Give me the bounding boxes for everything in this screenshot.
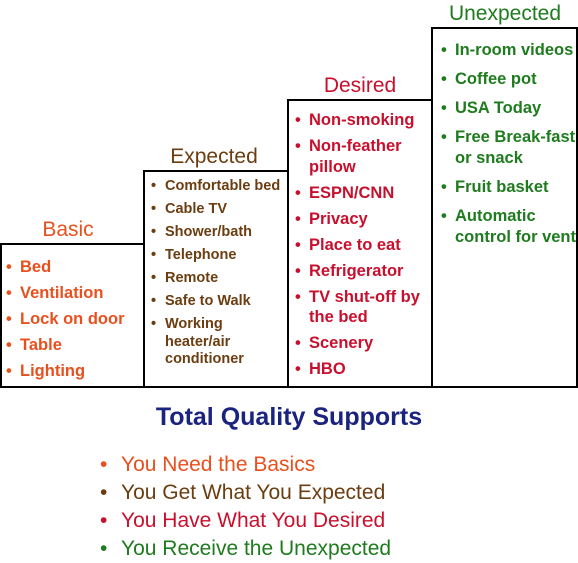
bullet-icon: • (441, 207, 447, 225)
staircase-baseline (0, 386, 578, 388)
list-item: •HBO (295, 360, 346, 378)
summary-item-basics: •You Need the Basics (100, 451, 391, 479)
bullet-icon: • (295, 111, 301, 129)
bullet-icon: • (100, 537, 108, 560)
bullet-icon: • (151, 178, 157, 194)
step-title-basic: Basic (42, 218, 94, 241)
step-box-basic: •Bed •Ventilation •Lock on door •Table •… (0, 243, 145, 388)
step-title-desired: Desired (323, 74, 397, 97)
bullet-icon: • (100, 509, 108, 532)
bullet-icon: • (295, 137, 301, 155)
bullet-icon: • (295, 183, 301, 202)
bullet-icon: • (6, 258, 12, 276)
bullet-icon: • (295, 261, 301, 280)
step-box-desired: •Non-smoking •Non-feather pillow •ESPN/C… (287, 99, 433, 388)
list-item: •Coffee pot (441, 70, 537, 88)
list-item: •Table (2, 332, 143, 358)
bullet-icon: • (295, 360, 301, 378)
bullet-icon: • (295, 287, 301, 306)
step-title-expected: Expected (170, 145, 258, 168)
bullet-icon: • (441, 178, 447, 196)
bullet-icon: • (441, 128, 447, 146)
summary-item-expected: •You Get What You Expected (100, 479, 391, 507)
bullet-icon: • (295, 209, 301, 228)
list-item: •Non-smoking (295, 111, 415, 129)
bullet-icon: • (6, 310, 12, 328)
bullet-icon: • (441, 99, 447, 117)
bullet-icon: • (6, 362, 12, 380)
list-item: •Lock on door (2, 306, 143, 332)
bullet-icon: • (441, 41, 447, 59)
summary-heading: Total Quality Supports (155, 403, 423, 431)
list-item: •Free Break-fast or snack (441, 128, 576, 167)
bullet-icon: • (295, 334, 301, 352)
list-item: •Comfortable bed (151, 178, 281, 194)
step-box-unexpected: •In-room videos •Coffee pot •USA Today •… (431, 27, 578, 388)
bullet-icon: • (151, 270, 157, 286)
list-item: •USA Today (441, 99, 542, 117)
list-item: •Remote (151, 270, 219, 286)
bullet-icon: • (295, 235, 301, 254)
list-item: •Place to eat (295, 235, 401, 254)
bullet-icon: • (100, 453, 108, 476)
list-item: •In-room videos (441, 41, 574, 59)
list-item: •Ventilation (2, 280, 143, 306)
bullet-icon: • (151, 224, 157, 240)
list-item: •Safe to Walk (151, 293, 251, 309)
summary-item-desired: •You Have What You Desired (100, 507, 391, 535)
list-item: •Lighting (2, 358, 143, 384)
summary-list: •You Need the Basics •You Get What You E… (100, 451, 391, 563)
step-box-expected: •Comfortable bed •Cable TV •Shower/bath … (143, 170, 290, 388)
list-item: •Shower/bath (151, 224, 253, 240)
list-item: •Cable TV (151, 201, 228, 217)
list-item: •Fruit basket (441, 178, 549, 196)
bullet-icon: • (6, 336, 12, 354)
bullet-icon: • (100, 481, 108, 504)
bullet-icon: • (151, 247, 157, 263)
step-title-unexpected: Unexpected (448, 2, 562, 25)
list-item: •Refrigerator (295, 261, 404, 280)
bullet-icon: • (6, 284, 12, 302)
bullet-icon: • (441, 70, 447, 88)
list-item: •ESPN/CNN (295, 183, 395, 202)
list-item: •Scenery (295, 334, 374, 352)
bullet-icon: • (151, 201, 157, 217)
list-item: •Non-feather pillow (295, 137, 402, 176)
summary-item-unexpected: •You Receive the Unexpected (100, 535, 391, 563)
list-item: •TV shut-off by the bed (295, 287, 420, 327)
list-item: •Bed (2, 254, 143, 280)
bullet-icon: • (151, 316, 157, 332)
list-item: •Working heater/air conditioner (151, 316, 244, 367)
list-item: •Telephone (151, 247, 237, 263)
list-item: •Automatic control for vent (441, 207, 577, 246)
bullet-icon: • (151, 293, 157, 309)
list-item: •Privacy (295, 209, 368, 228)
